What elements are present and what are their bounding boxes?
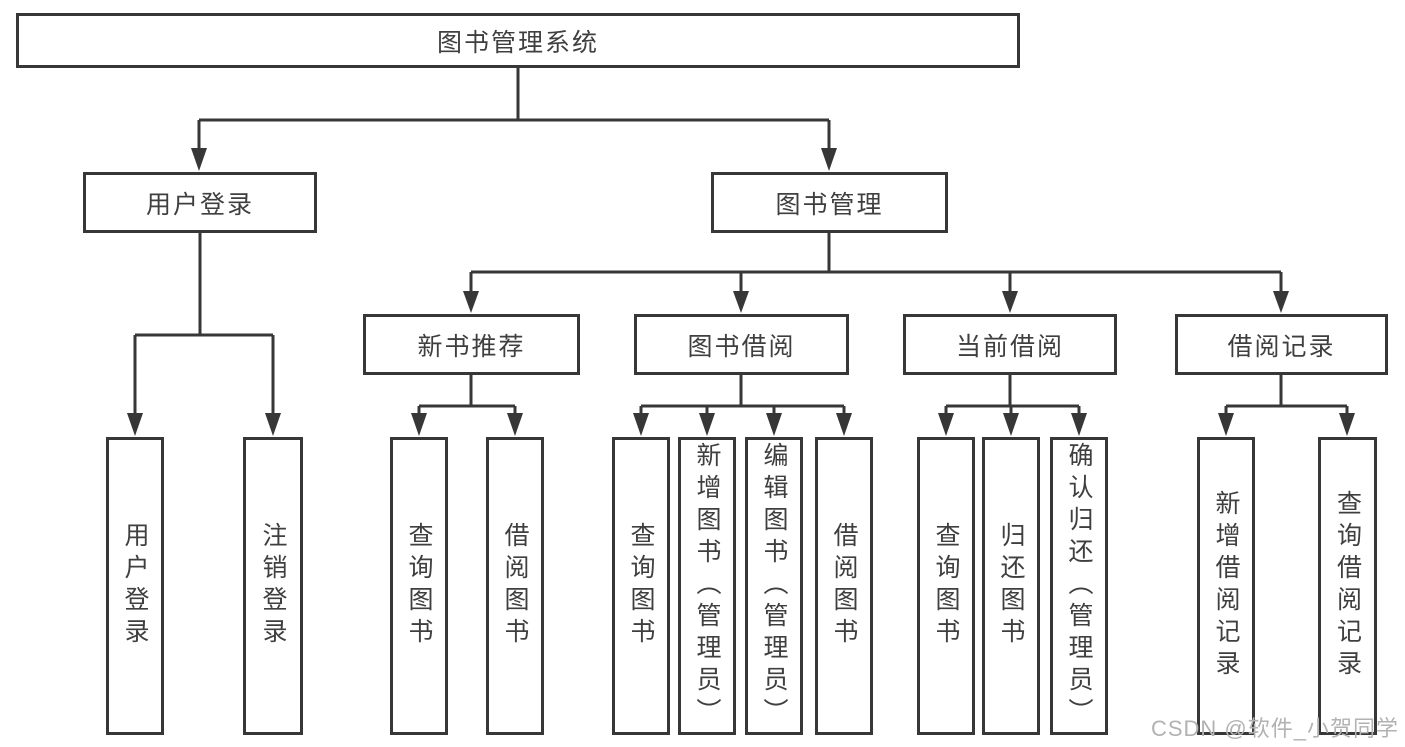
node-query-books-current: 查询图书 <box>917 437 975 735</box>
node-label: 图书借阅 <box>687 332 796 361</box>
node-query-books-recommend: 查询图书 <box>390 437 448 735</box>
node-user-login-leaf: 用户登录 <box>106 437 164 735</box>
node-new-book-recommendation: 新书推荐 <box>363 314 580 375</box>
node-label: 新增图书（管理员） <box>693 442 721 730</box>
node-label: 编辑图书（管理员） <box>760 442 788 730</box>
node-current-borrowing: 当前借阅 <box>903 314 1117 375</box>
node-query-borrow-record: 查询借阅记录 <box>1318 437 1377 735</box>
node-edit-books-admin: 编辑图书（管理员） <box>745 437 803 735</box>
node-label: 新增借阅记录 <box>1212 490 1240 682</box>
node-label: 新书推荐 <box>417 332 526 361</box>
node-label: 借阅图书 <box>830 522 858 650</box>
node-label: 确认归还（管理员） <box>1065 442 1093 730</box>
csdn-watermark: CSDN @软件_小贺同学 <box>1150 716 1399 741</box>
node-return-books: 归还图书 <box>982 437 1040 735</box>
node-label: 借阅图书 <box>501 522 529 650</box>
node-label: 查询图书 <box>627 522 655 650</box>
node-query-books-borrowing: 查询图书 <box>612 437 670 735</box>
node-label: 查询图书 <box>932 522 960 650</box>
node-label: 图书管理 <box>775 190 884 219</box>
node-label: 图书管理系统 <box>436 28 599 57</box>
node-borrowing-records: 借阅记录 <box>1175 314 1388 375</box>
node-label: 当前借阅 <box>955 332 1064 361</box>
node-book-borrowing: 图书借阅 <box>634 314 849 375</box>
node-confirm-return-admin: 确认归还（管理员） <box>1050 437 1108 735</box>
node-label: 用户登录 <box>121 522 149 650</box>
node-logout: 注销登录 <box>243 437 303 735</box>
node-user-login: 用户登录 <box>83 172 317 233</box>
node-label: 查询借阅记录 <box>1333 490 1362 682</box>
arrowheads <box>127 148 1355 436</box>
node-label: 注销登录 <box>259 522 287 650</box>
node-add-books-admin: 新增图书（管理员） <box>678 437 736 735</box>
node-borrow-books-borrowing: 借阅图书 <box>815 437 873 735</box>
node-book-management: 图书管理 <box>711 172 948 233</box>
node-label: 查询图书 <box>405 522 433 650</box>
node-label: 借阅记录 <box>1227 332 1336 361</box>
node-library-management-system: 图书管理系统 <box>16 13 1020 68</box>
node-label: 用户登录 <box>145 190 254 219</box>
node-label: 归还图书 <box>997 522 1025 650</box>
node-add-borrow-record: 新增借阅记录 <box>1197 437 1255 735</box>
node-borrow-books-recommend: 借阅图书 <box>486 437 544 735</box>
